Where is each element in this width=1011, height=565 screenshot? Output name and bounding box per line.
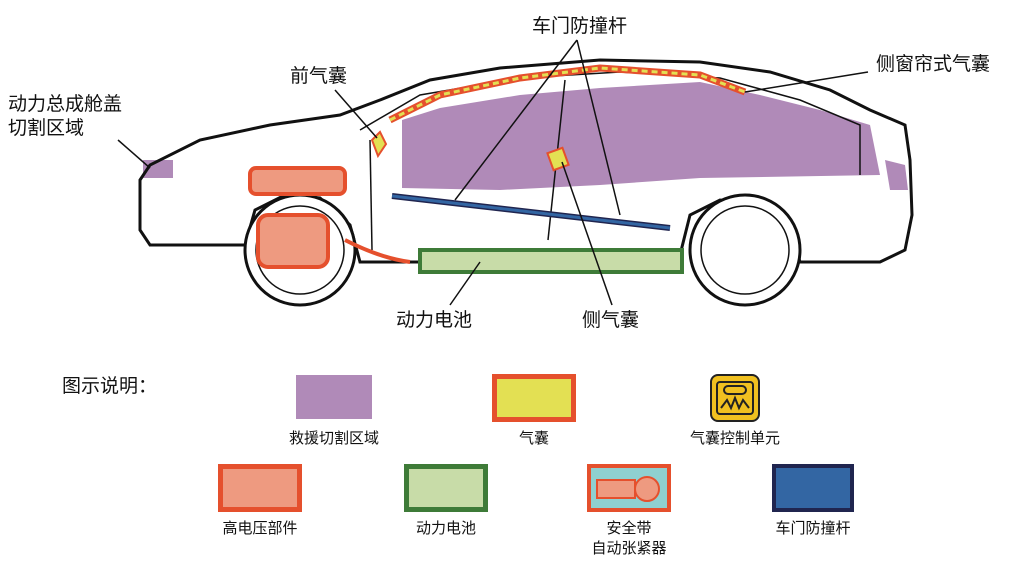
leader-door-beam-b <box>576 39 621 216</box>
leader-battery <box>449 261 481 306</box>
rear-wheel <box>688 193 802 307</box>
leader-curtain <box>744 71 869 93</box>
label-curtain-airbag: 侧窗帘式气囊 <box>876 53 991 75</box>
rescue-cut-zone-rear <box>885 160 908 190</box>
label-front-airbag: 前气囊 <box>290 65 348 87</box>
battery-pack <box>418 248 684 274</box>
label-side-airbag: 侧气囊 <box>582 309 640 331</box>
legend-title: 图示说明： <box>62 375 158 397</box>
legend-label-battery: 动力电池 <box>415 519 476 537</box>
leader-door-beam-a <box>454 39 578 201</box>
airbag-control-unit-icon <box>710 374 760 422</box>
legend-label-pretensioner: 安全带 自动张紧器 <box>591 519 667 557</box>
curtain-airbag <box>388 64 747 124</box>
legend-swatch-airbag <box>492 374 576 422</box>
leader-side-airbag <box>561 161 613 306</box>
legend-swatch-high-voltage <box>218 464 302 512</box>
leader-front-airbag <box>334 89 378 139</box>
legend-swatch-battery <box>404 464 488 512</box>
legend-swatch-door-beam <box>772 464 854 512</box>
seatbelt-pretensioner-icon <box>587 464 671 512</box>
legend-label-door-beam: 车门防撞杆 <box>775 519 851 537</box>
legend-label-airbag-control-unit: 气囊控制单元 <box>689 429 780 447</box>
label-hood-cut: 动力总成舱盖 切割区域 <box>8 93 123 139</box>
legend-label-cut-zone: 救援切割区域 <box>288 429 379 447</box>
label-door-beam: 车门防撞杆 <box>532 15 628 37</box>
rescue-cut-zone-cabin <box>402 82 880 190</box>
leader-hood <box>117 139 151 169</box>
label-battery: 动力电池 <box>396 309 473 331</box>
legend-swatch-cut-zone <box>296 375 372 419</box>
high-voltage-components <box>248 166 411 269</box>
front-airbag <box>370 130 388 159</box>
legend-label-high-voltage: 高电压部件 <box>222 519 298 537</box>
legend-label-airbag: 气囊 <box>518 429 549 447</box>
